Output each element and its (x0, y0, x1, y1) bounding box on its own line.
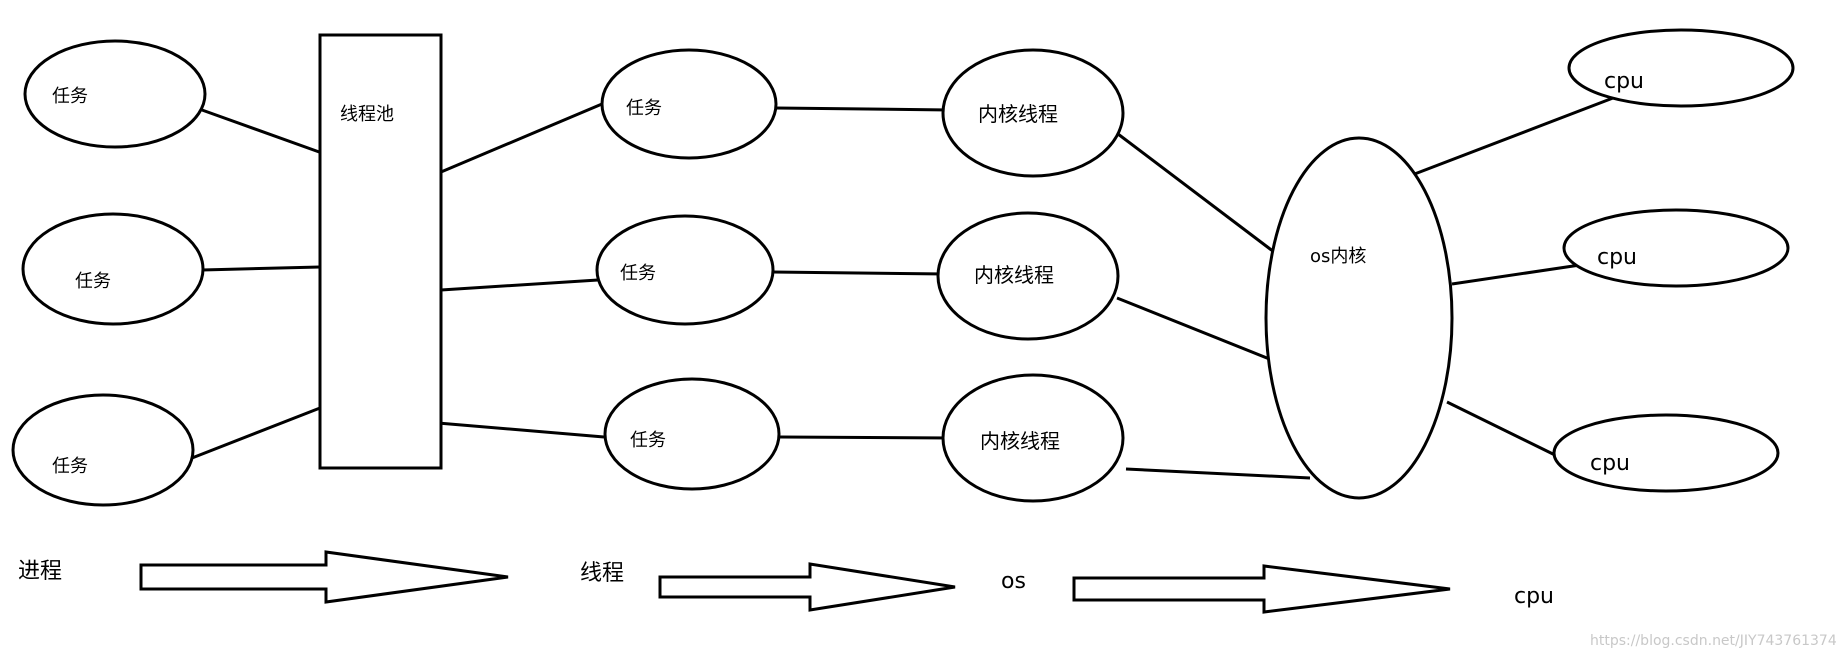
cpu-node (1567, 28, 1795, 108)
connector-task1-pool (201, 108, 323, 155)
cpu-node (1562, 208, 1790, 288)
thread-task-node (603, 377, 781, 491)
cpu-label: cpu (1604, 69, 1644, 94)
process-task-node (23, 39, 207, 149)
kernel-thread-node (936, 211, 1120, 341)
connector-os-cpu1 (1411, 96, 1614, 177)
connector-os-cpu2 (1451, 263, 1581, 286)
thread-pool: 线程池 (318, 33, 443, 470)
connector-pool-thread1 (440, 102, 603, 174)
connector-thread1-kernel1 (775, 106, 951, 112)
thread-pool-box (318, 33, 443, 470)
os-kernel-node (1264, 136, 1454, 500)
process-task-label: 任务 (75, 271, 111, 292)
process-task-node (11, 393, 195, 507)
connectors (191, 96, 1614, 480)
kernel-thread-node (941, 48, 1125, 178)
flow-stage-thread: 线程 (580, 561, 624, 586)
process-task-label: 任务 (52, 86, 88, 107)
flow-arrow-1 (139, 550, 509, 604)
os-kernel: os内核 (1264, 136, 1454, 500)
kernel-thread-label: 内核线程 (980, 429, 1060, 453)
connector-kernel1-os (1117, 132, 1283, 260)
cpu-label: cpu (1590, 451, 1630, 476)
connector-kernel2-os (1116, 296, 1273, 362)
cpu-label: cpu (1597, 245, 1637, 270)
flow-row: 进程 线程 os cpu (18, 550, 1554, 614)
connector-os-cpu3 (1446, 400, 1558, 458)
process-task-label: 任务 (52, 456, 88, 477)
kernel-thread-node (941, 373, 1125, 503)
process-task-node (21, 212, 205, 326)
kernel-threads: 内核线程 内核线程 内核线程 (936, 48, 1125, 503)
kernel-thread-label: 内核线程 (974, 263, 1054, 287)
kernel-thread-label: 内核线程 (978, 102, 1058, 126)
thread-task-label: 任务 (626, 98, 662, 119)
connector-pool-thread3 (425, 420, 605, 439)
thread-pool-label: 线程池 (340, 104, 394, 125)
connector-thread2-kernel2 (771, 270, 947, 276)
process-tasks: 任务 任务 任务 (11, 39, 207, 507)
thread-task-node (595, 214, 775, 326)
connector-task3-pool (191, 406, 321, 460)
cpu-node (1552, 413, 1780, 493)
flow-stage-cpu: cpu (1514, 584, 1554, 609)
connector-pool-thread2 (440, 278, 599, 292)
flow-arrow-3 (1072, 564, 1451, 614)
thread-task-node (600, 48, 778, 160)
cpus: cpu cpu cpu (1552, 28, 1795, 493)
connector-kernel3-os (1125, 467, 1311, 480)
flow-stage-process: 进程 (18, 559, 62, 584)
connector-thread3-kernel3 (779, 435, 952, 440)
flow-stage-os: os (1001, 569, 1026, 594)
thread-task-label: 任务 (630, 430, 666, 451)
connector-task2-pool (201, 265, 321, 272)
thread-tasks: 任务 任务 任务 (595, 48, 781, 491)
watermark: https://blog.csdn.net/JIY743761374 (1590, 633, 1837, 649)
thread-task-label: 任务 (620, 263, 656, 284)
os-kernel-label: os内核 (1310, 246, 1366, 267)
flow-arrow-2 (658, 562, 956, 612)
